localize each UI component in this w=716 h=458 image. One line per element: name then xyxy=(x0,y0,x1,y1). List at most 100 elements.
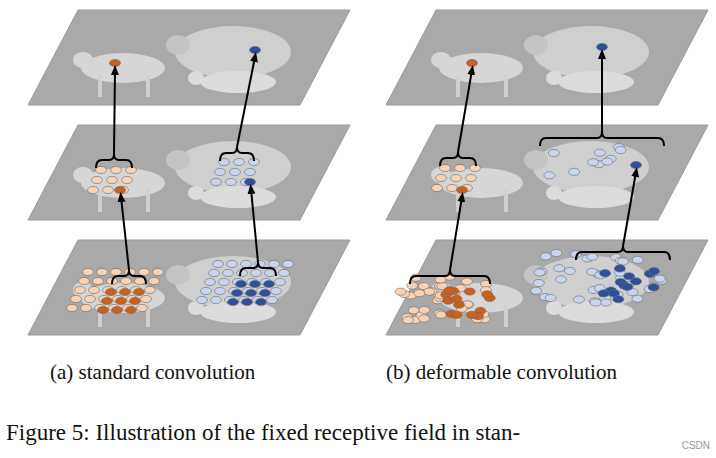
sampling-point xyxy=(141,295,152,302)
sampling-point xyxy=(654,275,665,282)
sampling-point xyxy=(464,288,475,295)
sampling-point xyxy=(597,43,608,50)
sampling-point xyxy=(93,277,104,284)
sampling-point xyxy=(111,268,122,275)
sampling-point xyxy=(85,295,96,302)
sampling-point xyxy=(211,296,222,303)
sampling-point xyxy=(209,269,220,276)
sampling-point xyxy=(103,186,114,193)
arrow xyxy=(623,172,636,246)
sampling-point xyxy=(534,269,545,276)
sampling-point xyxy=(436,174,447,181)
sampling-point xyxy=(275,278,286,285)
sampling-point xyxy=(614,265,625,272)
sampling-point xyxy=(632,295,643,302)
sampling-point xyxy=(130,297,141,304)
sampling-point xyxy=(569,168,580,175)
bracket xyxy=(220,147,254,161)
sampling-point xyxy=(234,158,245,165)
sampling-point xyxy=(211,178,222,185)
sampling-point xyxy=(590,299,601,306)
feature-map-plane xyxy=(386,10,708,105)
sampling-point xyxy=(632,256,643,263)
sampling-point xyxy=(531,287,542,294)
sampling-point xyxy=(137,304,148,311)
sampling-point xyxy=(79,277,90,284)
sampling-point xyxy=(89,286,100,293)
bracket xyxy=(540,132,664,146)
bracket xyxy=(112,270,146,284)
sampling-point xyxy=(419,306,430,313)
sampling-point xyxy=(67,304,78,311)
sampling-point xyxy=(455,164,466,171)
sampling-point xyxy=(246,289,257,296)
sampling-point xyxy=(533,279,544,286)
sampling-point xyxy=(139,268,150,275)
sampling-point xyxy=(444,287,455,294)
sampling-point xyxy=(564,267,575,274)
sampling-point xyxy=(227,260,238,267)
sampling-point xyxy=(602,158,613,165)
sampling-point xyxy=(219,278,230,285)
sampling-point xyxy=(551,249,562,256)
sampling-point xyxy=(544,172,555,179)
sampling-point xyxy=(120,288,131,295)
sampling-point xyxy=(97,268,108,275)
sampling-point xyxy=(461,278,472,285)
sampling-point xyxy=(83,268,94,275)
sampling-point xyxy=(283,260,294,267)
sampling-point xyxy=(115,186,126,193)
sampling-point xyxy=(111,166,122,173)
sampling-point xyxy=(613,296,624,303)
sampling-point xyxy=(440,164,451,171)
sampling-point xyxy=(112,306,123,313)
sampling-point xyxy=(622,283,633,290)
sampling-point xyxy=(236,280,247,287)
sampling-point xyxy=(197,296,208,303)
sampling-point xyxy=(96,166,107,173)
arrow xyxy=(237,57,255,147)
sampling-point xyxy=(451,311,462,318)
figure-caption: Figure 5: Illustration of the fixed rece… xyxy=(6,420,520,446)
sampling-point xyxy=(106,288,117,295)
sampling-point xyxy=(88,186,99,193)
sampling-point xyxy=(647,283,658,290)
sampling-point xyxy=(215,287,226,294)
sampling-point xyxy=(126,306,137,313)
sampling-point xyxy=(482,291,493,298)
sampling-point xyxy=(631,161,642,168)
sampling-point xyxy=(271,287,282,294)
sampling-point xyxy=(121,277,132,284)
sampling-point xyxy=(260,289,271,296)
arrow xyxy=(458,70,472,152)
subfigure-label: (b) deformable convolution xyxy=(386,360,617,385)
sampling-point xyxy=(554,265,565,272)
sampling-point xyxy=(269,260,280,267)
sampling-point xyxy=(588,159,599,166)
sampling-point xyxy=(548,149,559,156)
sampling-point xyxy=(279,269,290,276)
sampling-point xyxy=(594,149,605,156)
sampling-point xyxy=(250,280,261,287)
sampling-point xyxy=(226,178,237,185)
sampling-point xyxy=(407,282,418,289)
sampling-point xyxy=(436,311,447,318)
sampling-point xyxy=(71,295,82,302)
sampling-point xyxy=(232,289,243,296)
bracket xyxy=(410,270,490,284)
sampling-point xyxy=(444,287,455,294)
sampling-point xyxy=(145,286,156,293)
sampling-point xyxy=(81,304,92,311)
sampling-point xyxy=(424,288,435,295)
sampling-point xyxy=(451,174,462,181)
sampling-point xyxy=(573,296,584,303)
sampling-point xyxy=(624,273,635,280)
arrow xyxy=(601,54,603,132)
sampling-point xyxy=(466,311,477,318)
subfigure-label: (a) standard convolution xyxy=(50,360,255,385)
sampling-point xyxy=(245,168,256,175)
sampling-point xyxy=(600,299,611,306)
sampling-point xyxy=(92,176,103,183)
sampling-point xyxy=(466,174,477,181)
